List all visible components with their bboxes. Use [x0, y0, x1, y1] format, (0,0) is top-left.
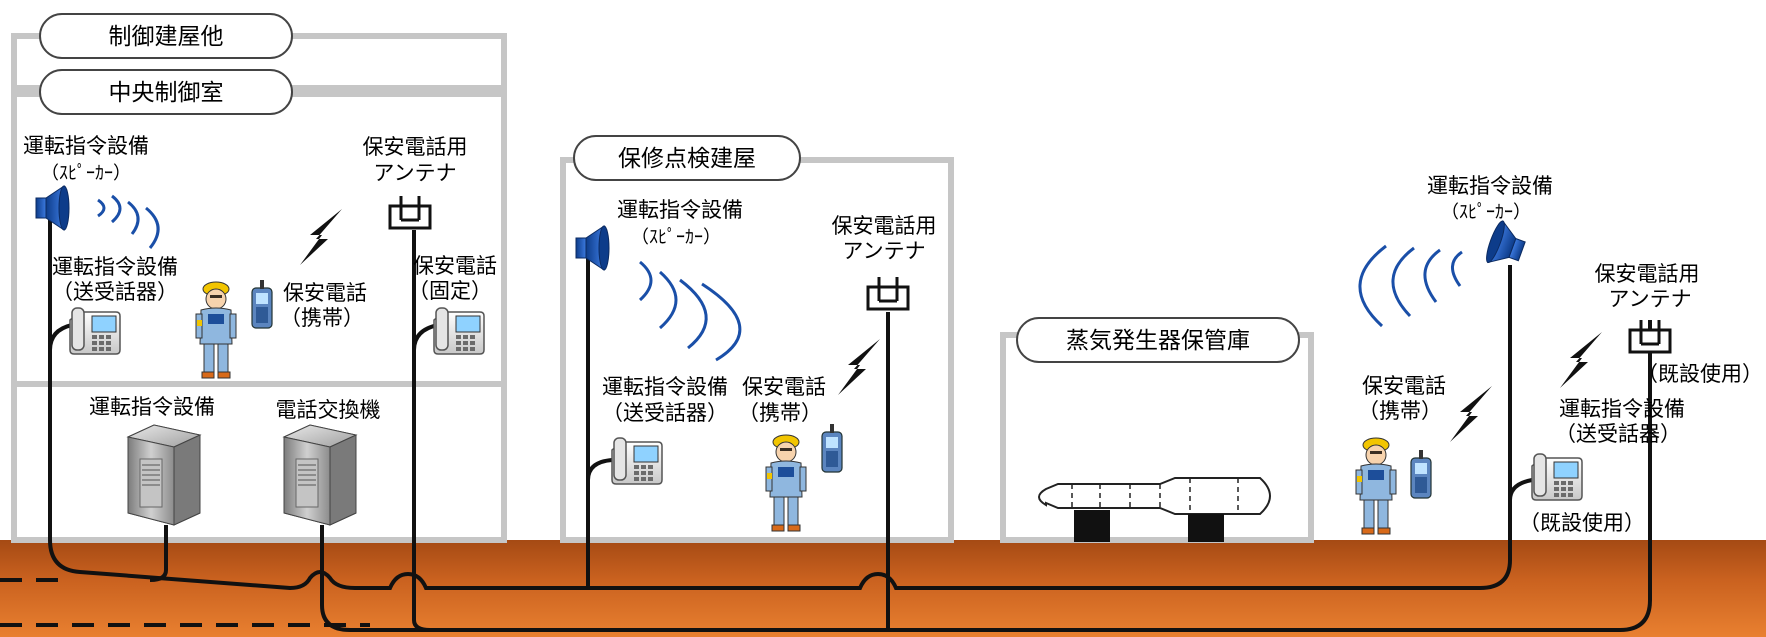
- label-antenna-b-line1: 保安電話用: [832, 214, 937, 238]
- label-antenna-c-line2: アンテナ: [1608, 287, 1691, 311]
- label-handset-a-line2: （送受話器）: [52, 280, 178, 304]
- label-handset-b-line2: （送受話器）: [602, 401, 728, 425]
- label-speaker-c-line2: （ｽﾋﾟｰｶｰ）: [1441, 202, 1531, 223]
- label-speaker-a-line1: 運転指令設備: [23, 134, 149, 158]
- label-mobile-b-line1: 保安電話: [742, 375, 826, 399]
- label-antenna-b-line2: アンテナ: [842, 239, 925, 263]
- mobile-phone-control-room: [251, 279, 273, 329]
- label-handset-b-line1: 運転指令設備: [602, 375, 728, 399]
- control-building-title: 制御建屋他: [109, 24, 224, 50]
- speaker-outdoor: [1358, 218, 1530, 328]
- label-antenna-a-line1: 保安電話用: [363, 135, 468, 159]
- radio-signal-c-lower: [1450, 386, 1492, 442]
- steam-generator-storage-label: 蒸気発生器保管庫: [1016, 317, 1300, 363]
- handset-outdoor: [1531, 453, 1583, 501]
- control-building-label: 制御建屋他: [39, 13, 293, 59]
- radio-signal-c-upper: [1560, 332, 1602, 388]
- steam-generator-storage-title: 蒸気発生器保管庫: [1066, 328, 1250, 354]
- label-handset-a-line1: 運転指令設備: [52, 255, 178, 279]
- command-equipment-server: [127, 424, 201, 526]
- label-handset-c-line3: （既設使用）: [1519, 511, 1645, 535]
- label-command-equipment: 運転指令設備: [89, 395, 215, 419]
- label-mobile-c-line1: 保安電話: [1362, 374, 1446, 398]
- label-speaker-b-line2: （ｽﾋﾟｰｶｰ）: [631, 227, 721, 248]
- label-mobile-a-line2: （携帯）: [280, 306, 364, 330]
- label-mobile-b-line2: （携帯）: [738, 401, 822, 425]
- worker-maintenance: [765, 434, 807, 532]
- cables: [48, 220, 1652, 632]
- label-fixed-phone-line1: 保安電話: [413, 254, 497, 278]
- label-speaker-c-line1: 運転指令設備: [1427, 174, 1553, 198]
- main-control-room-title: 中央制御室: [109, 80, 224, 106]
- label-mobile-a-line1: 保安電話: [283, 281, 367, 305]
- worker-control-room: [195, 281, 237, 379]
- antenna-control-room: [388, 194, 432, 230]
- worker-outdoor: [1355, 437, 1397, 535]
- handset-maintenance: [611, 437, 663, 485]
- phone-exchange-server: [283, 424, 357, 526]
- label-phone-exchange: 電話交換機: [276, 398, 381, 422]
- label-mobile-c-line2: （携帯）: [1358, 399, 1442, 423]
- handset-control-room: [69, 307, 121, 355]
- maintenance-building-label: 保修点検建屋: [573, 135, 801, 181]
- steam-generator-vessel: [1038, 477, 1271, 542]
- label-speaker-a-line2: （ｽﾋﾟｰｶｰ）: [41, 163, 131, 184]
- mobile-phone-outdoor: [1410, 449, 1432, 499]
- fixed-phone-control-room: [433, 307, 485, 355]
- ground: [0, 540, 1766, 637]
- label-antenna-a-line2: アンテナ: [373, 161, 456, 185]
- label-antenna-c-line1: 保安電話用: [1595, 262, 1700, 286]
- radio-signal-b: [838, 339, 880, 395]
- mobile-phone-maintenance: [821, 423, 843, 473]
- maintenance-building-title: 保修点検建屋: [618, 146, 756, 172]
- speaker-maintenance: [575, 225, 742, 362]
- label-handset-c-line2: （送受話器）: [1555, 422, 1681, 446]
- label-antenna-c-line3: （既設使用）: [1637, 362, 1763, 386]
- label-fixed-phone-line2: （固定）: [408, 279, 492, 303]
- label-handset-c-line1: 運転指令設備: [1559, 397, 1685, 421]
- antenna-maintenance: [866, 275, 910, 311]
- speaker-control-room: [35, 185, 160, 249]
- main-control-room-label: 中央制御室: [39, 69, 293, 115]
- radio-signal-a: [300, 209, 342, 265]
- label-speaker-b-line1: 運転指令設備: [617, 198, 743, 222]
